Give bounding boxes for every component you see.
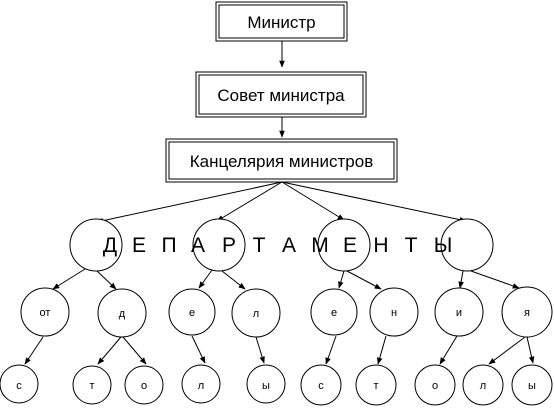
banner-letter-9: Е [343,234,357,257]
banner-letter-3: П [161,234,176,257]
banner-letter-7: А [282,234,296,257]
chancellery-to-departments [96,181,467,224]
leaf-circle-4 [181,364,221,404]
subdivision-circle-5 [310,288,358,336]
leaf-arrow-4 [191,335,206,364]
leaf-arrow-2 [97,336,122,365]
council-label: Совет министра [217,86,345,105]
subdivision-label-4: л [253,308,259,320]
leaf-circle-7 [355,364,397,406]
leaf-arrow-5 [255,336,265,364]
sub-arrow-5 [338,270,345,289]
subdivision-label-1: от [40,307,51,319]
subdivision-label-3: е [189,307,195,319]
leaf-circle-10 [511,364,553,406]
leaf-arrow-3 [122,336,147,365]
subdivision-label-8: я [524,307,530,319]
subdivision-to-leaf-arrows [24,335,535,365]
sub-arrow-6 [346,270,382,290]
sub-arrow-1 [52,268,86,290]
department-to-subdivision-arrows [52,268,520,290]
leaf-arrow-10 [526,336,535,364]
sub-arrow-3 [198,269,213,289]
banner-letter-1: Д [103,234,117,257]
subdivision-circle-7 [434,287,484,337]
minister-box: Министр [215,1,348,42]
chancellery-label: Канцелярия министров [190,152,373,171]
leaf-label-4: л [198,380,204,392]
leaf-circle-1 [0,364,39,404]
leaf-label-1: с [16,380,22,392]
subdivision-circles [20,286,553,338]
banner-letter-11: Т [405,234,418,257]
leaf-arrow-1 [24,336,44,365]
department-circles [69,218,494,272]
leaf-circle-2 [72,365,112,405]
banner-letter-4: А [191,234,205,257]
banner-letter-5: Р [222,234,236,257]
leaf-label-5: ы [262,380,270,392]
subdivision-label-2: д [119,308,126,320]
banner-letter-2: Е [132,234,146,257]
department-circle-2 [192,218,246,272]
leaf-circle-9 [462,364,504,406]
subdivision-label-7: и [456,307,462,319]
banner-letter-6: Т [253,234,266,257]
leaf-label-2: т [89,380,94,392]
dept-arrow-3 [281,181,345,221]
banner-letter-12: Ы [434,234,453,257]
sub-arrow-8 [470,270,520,289]
leaf-label-10: ы [528,380,536,392]
subdivision-circle-1 [20,287,70,337]
chancellery-box: Канцелярия министров [165,138,398,183]
leaf-label-6: с [318,380,324,392]
subdivision-circle-6 [369,287,419,337]
council-box: Совет министра [195,71,367,118]
banner-letter-8: М [311,234,329,257]
subdivision-circle-2 [97,288,147,338]
leaf-labels: с т о л ы с т о л ы [16,380,536,392]
leaf-circle-8 [414,364,456,406]
leaf-circle-3 [124,365,164,405]
leaf-arrow-6 [325,335,337,365]
sub-arrow-2 [96,270,117,290]
department-circle-1 [69,218,123,272]
departments-banner: Д Е П А Р Т А М Е Н Т Ы [103,234,452,257]
dept-arrow-4 [281,181,467,223]
sub-arrow-7 [458,270,464,289]
subdivision-labels: от д е л е н и я [40,307,530,320]
leaf-label-3: о [141,380,147,392]
dept-arrow-1 [96,181,283,224]
leaf-label-7: т [373,380,378,392]
leaf-circle-6 [300,364,342,406]
banner-letter-10: Н [373,234,388,257]
leaf-circle-5 [246,364,286,404]
leaf-label-8: о [432,380,438,392]
subdivision-label-5: е [331,307,337,319]
subdivision-circle-3 [168,288,216,336]
leaf-label-9: л [480,380,486,392]
department-circle-4 [440,218,494,272]
dept-arrow-2 [216,181,283,222]
subdivision-label-6: н [391,307,397,319]
minister-label: Министр [247,13,315,32]
leaf-arrow-9 [488,336,526,365]
sub-arrow-4 [221,270,246,290]
leaf-arrow-7 [377,335,387,365]
leaf-arrow-8 [439,335,458,365]
leaf-circles [0,364,553,406]
